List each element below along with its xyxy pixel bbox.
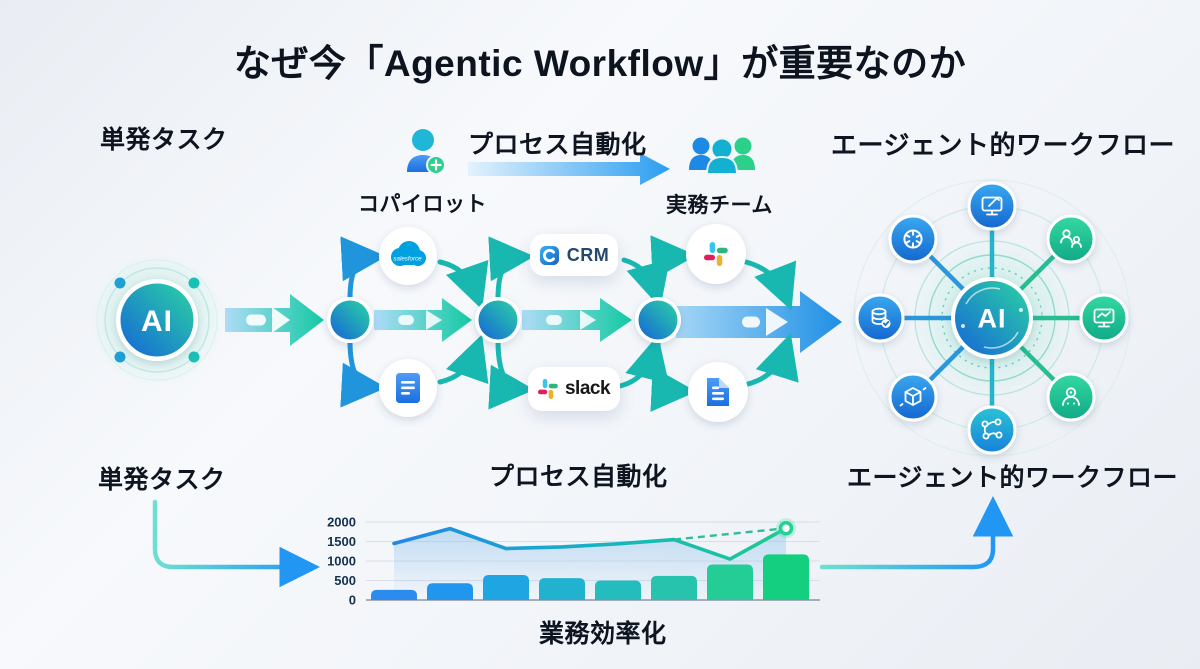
chart-bar <box>651 575 697 600</box>
crm-label: CRM <box>566 244 610 265</box>
y-tick-label: 0 <box>349 593 356 608</box>
crm-cube-icon <box>539 245 559 265</box>
label-process-automation-top: プロセス自動化 <box>468 131 647 159</box>
label-team: 実務チーム <box>666 194 773 217</box>
team-icon <box>689 137 755 175</box>
flow-nodes <box>327 297 681 343</box>
chart-bar <box>763 554 809 600</box>
monitor-edit-icon <box>981 196 1003 216</box>
crm-pill: CRM <box>530 234 618 276</box>
chart-bar <box>539 578 585 600</box>
ai-hero: AI <box>91 254 223 386</box>
slack-pill-label: slack <box>564 378 611 399</box>
hub-spokes <box>880 206 1104 430</box>
projection-dashed-line <box>673 527 787 541</box>
flow-arrows <box>225 291 842 353</box>
label-copilot: コパイロット <box>358 193 487 216</box>
label-efficiency: 業務効率化 <box>539 620 667 648</box>
slack-logo-icon <box>537 379 558 399</box>
y-tick-label: 500 <box>334 573 356 588</box>
y-tick-label: 1500 <box>327 534 356 549</box>
satellite-database-check <box>855 293 905 343</box>
chart-bar <box>427 583 473 600</box>
line-end-marker <box>778 520 794 536</box>
package-3d-icon <box>899 387 927 407</box>
hub-ai-label: AI <box>978 304 1007 334</box>
label-process-automation-bottom: プロセス自動化 <box>489 463 668 491</box>
copilot-icon <box>407 129 446 175</box>
satellite-openai <box>888 214 938 264</box>
salesforce-cloud-icon: salesforce <box>391 241 426 266</box>
trend-line <box>392 526 788 561</box>
chart-bar <box>707 564 753 600</box>
slack-icon <box>704 242 728 266</box>
support-agent-icon <box>1062 387 1080 406</box>
chart-bar <box>595 580 641 600</box>
ai-hero-label: AI <box>141 305 173 338</box>
page-title: なぜ今「Agentic Workflow」が重要なのか <box>233 43 967 84</box>
marker-glow <box>776 518 796 539</box>
document-icon <box>396 373 420 403</box>
salesforce-node: salesforce <box>379 227 437 285</box>
y-tick-label: 1000 <box>327 554 356 569</box>
label-single-task-bottom: 単発タスク <box>98 466 226 494</box>
plus-icon <box>430 159 442 171</box>
document-report-icon <box>707 378 729 406</box>
elbow-arrow-right <box>819 496 1014 570</box>
people-handoff-icon <box>1060 229 1082 248</box>
satellite-workflow-nodes <box>967 405 1017 455</box>
satellite-package-3d <box>888 372 938 422</box>
area-fill <box>394 528 786 600</box>
hub-deco-arcs <box>961 287 1023 349</box>
salesforce-label: salesforce <box>393 256 422 263</box>
satellite-monitor-chart <box>1079 293 1129 343</box>
agentic-hub: AI <box>853 179 1131 457</box>
database-check-icon <box>871 307 891 328</box>
monitor-chart-icon <box>1093 308 1115 328</box>
chart-bar <box>483 575 529 600</box>
workflow-nodes-icon <box>981 418 1003 440</box>
label-agentic-workflow-bottom: エージェント的ワークフロー <box>847 464 1179 492</box>
slack-pill: slack <box>528 367 620 411</box>
openai-icon <box>903 229 923 249</box>
report-node <box>688 362 748 422</box>
satellite-support-agent <box>1046 372 1096 422</box>
chart-bar <box>371 589 417 600</box>
elbow-arrow-left <box>152 499 320 588</box>
elbow-arrows <box>152 496 1014 588</box>
label-agentic-workflow-top: エージェント的ワークフロー <box>831 130 1175 160</box>
satellite-people-handoff <box>1046 214 1096 264</box>
slack-node <box>686 224 746 284</box>
satellite-monitor-edit <box>967 181 1017 231</box>
y-tick-label: 2000 <box>327 515 356 530</box>
document-node <box>379 359 437 417</box>
label-single-task-top: 単発タスク <box>100 126 228 154</box>
